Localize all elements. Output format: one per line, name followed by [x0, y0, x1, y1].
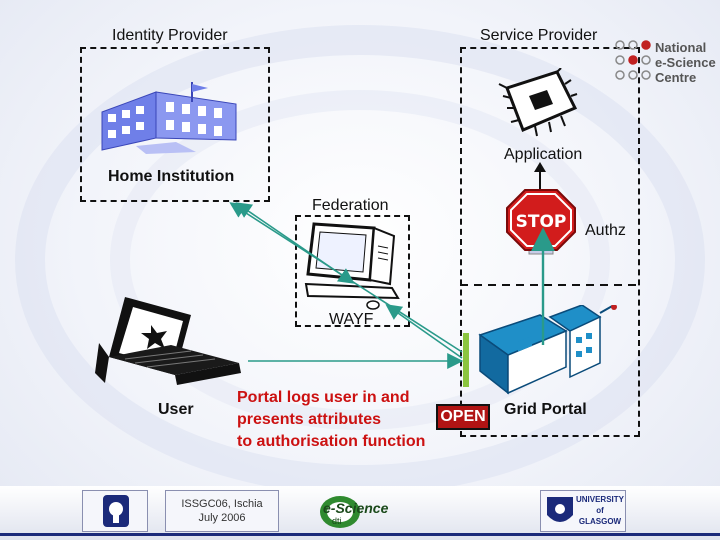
glasgow-university-logo: UNIVERSITY of GLASGOW — [540, 490, 626, 532]
edinburgh-crest-logo — [82, 490, 148, 532]
portal-note-line1: Portal logs user in and — [237, 389, 410, 406]
home-institution-label: Home Institution — [108, 168, 235, 185]
application-label: Application — [504, 146, 583, 163]
processor-chip-icon — [498, 68, 578, 137]
service-provider-label: Service Provider — [480, 27, 598, 44]
nesc-logo-dots-icon — [615, 40, 651, 80]
wayf-label: WAYF — [329, 311, 374, 328]
nesc-logo-text: National e-Science Centre — [655, 40, 716, 85]
conference-line2: July 2006 — [198, 512, 246, 524]
identity-provider-box — [80, 47, 270, 202]
crest-icon — [103, 495, 129, 527]
portal-gate-bar — [463, 333, 469, 387]
university-building-icon — [101, 82, 237, 154]
glasgow-line3: GLASGOW — [578, 517, 622, 526]
escience-logo-text: e-Science — [323, 500, 389, 516]
user-label: User — [158, 401, 194, 418]
glasgow-line2: of — [596, 506, 604, 515]
escience-logo: e-Science dti — [318, 492, 400, 530]
nesc-line2: e-Science — [655, 55, 716, 70]
laptop-icon — [95, 297, 241, 385]
conference-line1: ISSGC06, Ischia — [181, 498, 263, 510]
stop-sign-icon: STOP — [506, 189, 576, 255]
portal-note-line3: to authorisation function — [237, 433, 426, 450]
glasgow-line1: UNIVERSITY — [575, 495, 624, 504]
mainframe-computer-icon — [478, 305, 617, 395]
service-provider-box — [460, 47, 640, 437]
nesc-line1: National — [655, 40, 707, 55]
service-provider-divider — [460, 284, 640, 286]
identity-provider-label: Identity Provider — [112, 27, 228, 44]
home-to-portal-arrow — [229, 202, 463, 353]
glasgow-crest-icon — [547, 497, 573, 522]
portal-note-line2: presents attributes — [237, 411, 382, 428]
grid-portal-label: Grid Portal — [504, 401, 587, 418]
open-sign-text: OPEN — [440, 408, 486, 425]
authz-label: Authz — [585, 222, 626, 239]
issgc-badge: ISSGC06, Ischia July 2006 — [165, 490, 279, 532]
escience-logo-sub: dti — [332, 516, 342, 526]
nesc-line3: Centre — [655, 70, 697, 85]
escience-swirl-icon — [320, 496, 360, 528]
open-sign: OPEN — [436, 404, 490, 430]
footer-rule — [0, 533, 720, 536]
federation-to-portal-arrow — [385, 304, 463, 359]
stop-sign-text: STOP — [516, 212, 567, 232]
